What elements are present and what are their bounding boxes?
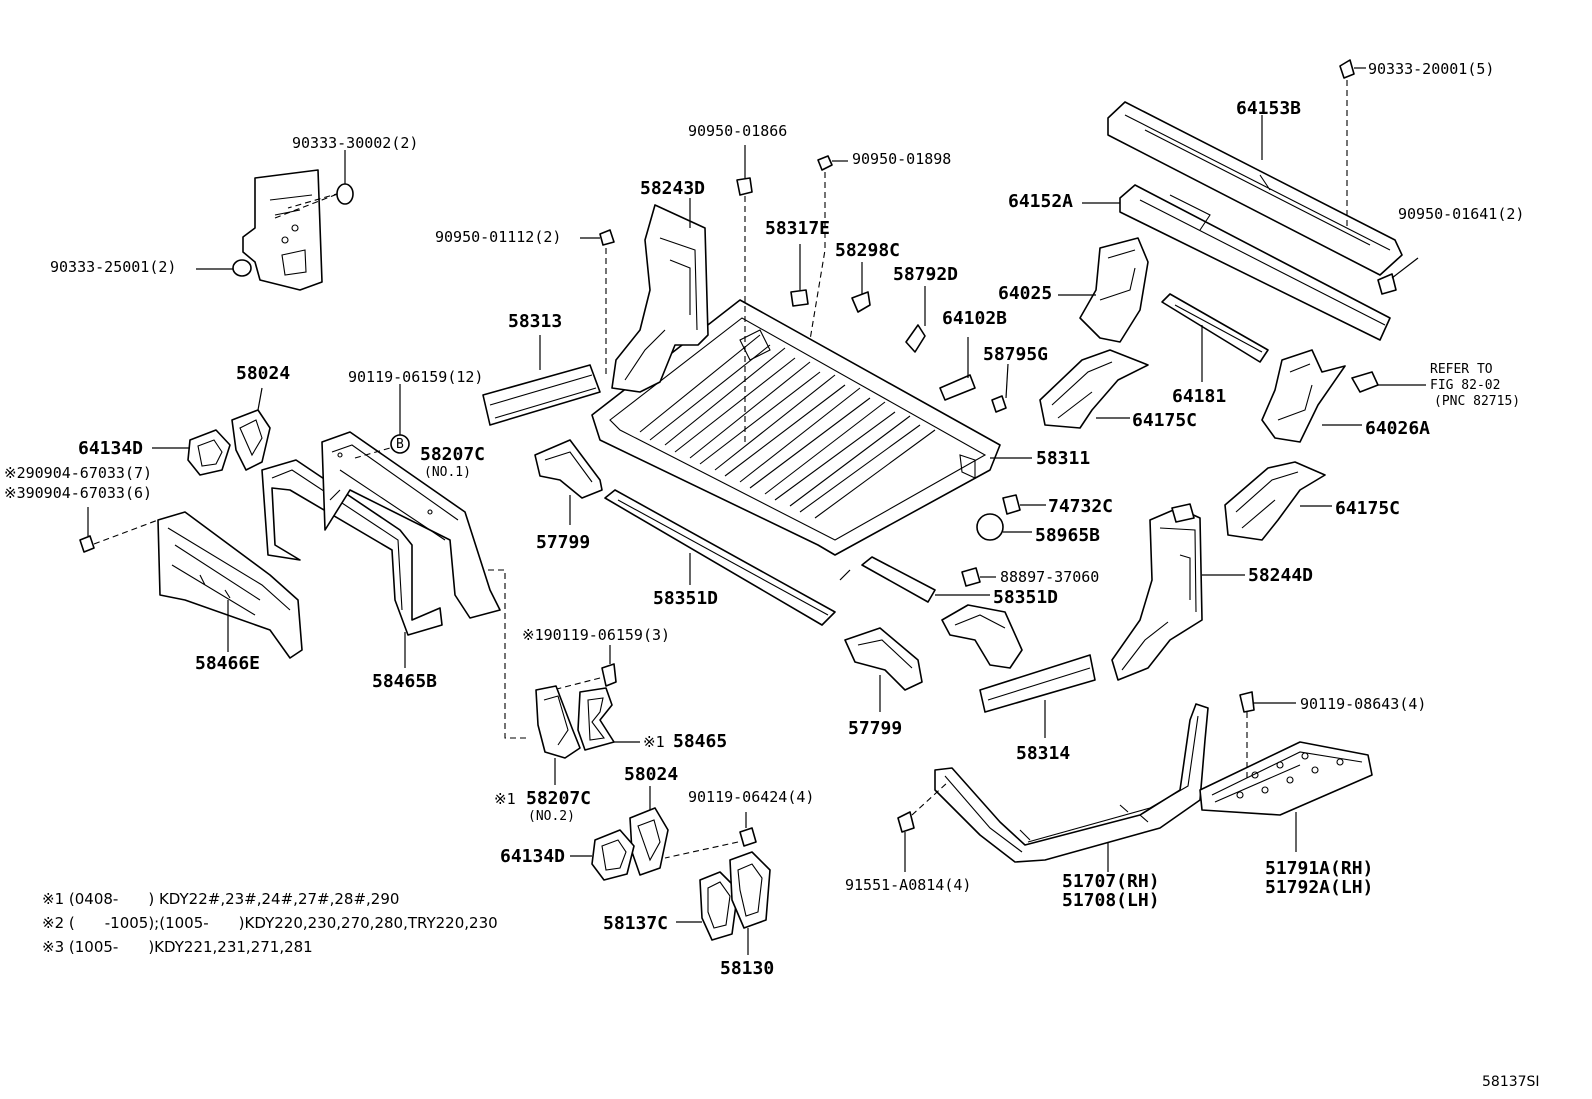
label-58024-bottom: 58024 — [624, 764, 679, 785]
label-64025: 64025 — [998, 283, 1053, 304]
label-58298C: 58298C — [835, 240, 901, 261]
bar-64181-drawing — [1161, 293, 1269, 382]
bracket-57799-b-drawing — [844, 627, 923, 712]
label-88897-37060: 88897-37060 — [1000, 568, 1100, 586]
rail-58351D-b-drawing — [861, 556, 990, 603]
frame-58465B-drawing — [261, 459, 443, 668]
bracket-64025-drawing — [1058, 237, 1149, 343]
label-90950-01641: 90950-01641(2) — [1398, 205, 1525, 223]
label-91551-A0814: 91551-A0814(4) — [845, 876, 972, 894]
label-90333-25001: 90333-25001(2) — [50, 258, 177, 276]
label-58313: 58313 — [508, 311, 563, 332]
label-58207C-top: 58207C — [420, 444, 486, 465]
frame-58207C-no1-drawing — [321, 384, 530, 739]
label-64152A: 64152A — [1008, 191, 1074, 212]
bracket-64026A-drawing — [1261, 349, 1426, 443]
label-58207C-bottom-no: (NO.2) — [528, 809, 575, 824]
panel-58466E-drawing — [79, 507, 303, 659]
label-90904-7: ※290904-67033(7) — [4, 464, 153, 482]
label-refer-line3: (PNC 82715) — [1434, 394, 1521, 409]
label-58024-top: 58024 — [236, 363, 291, 384]
label-58351D-b: 58351D — [993, 587, 1059, 608]
label-90950-01866: 90950-01866 — [688, 122, 788, 140]
label-90904-6: ※390904-67033(6) — [4, 484, 153, 502]
label-64134D-bottom: 64134D — [500, 846, 566, 867]
rail-58314-drawing — [979, 654, 1096, 738]
label-74732C: 74732C — [1048, 496, 1114, 517]
bracket-57799-a-drawing — [534, 439, 603, 525]
label-64175C-a: 64175C — [1132, 410, 1198, 431]
note-1: ※1 (0408- ) KDY22#,23#,24#,27#,28#,290 — [42, 890, 400, 908]
label-57799-b: 57799 — [848, 718, 903, 739]
figure-id: 58137SI — [1482, 1074, 1540, 1090]
label-51708: 51708(LH) — [1062, 890, 1160, 911]
lower-left-parts-drawing — [535, 645, 640, 785]
label-57799-a: 57799 — [536, 532, 591, 553]
label-58351D-a: 58351D — [653, 588, 719, 609]
bracket-64175C-b-drawing — [1224, 461, 1332, 541]
label-90950-01898: 90950-01898 — [852, 150, 952, 168]
label-64026A: 64026A — [1365, 418, 1431, 439]
note-3: ※3 (1005- )KDY221,231,271,281 — [42, 938, 313, 956]
label-58314: 58314 — [1016, 743, 1071, 764]
step-pad-drawing — [1199, 691, 1373, 852]
label-58795G: 58795G — [983, 344, 1049, 365]
step-bracket-drawing — [897, 703, 1209, 872]
label-64134D-top: 64134D — [78, 438, 144, 459]
lower-pads-drawing — [570, 786, 771, 955]
label-refer-line2: FIG 82-02 — [1430, 378, 1501, 393]
bracket-center-drawing — [941, 604, 1023, 669]
bracket-64175C-a-drawing — [1039, 349, 1149, 429]
label-58465B: 58465B — [372, 671, 438, 692]
label-90119-08643: 90119-08643(4) — [1300, 695, 1427, 713]
label-circle-b: B — [396, 437, 404, 452]
label-64153B: 64153B — [1236, 98, 1302, 119]
label-58465: 58465 — [673, 731, 728, 752]
label-58207C-top-no: (NO.1) — [424, 465, 471, 480]
label-90119-06159-3: ※190119-06159(3) — [522, 626, 671, 644]
label-58243D: 58243D — [640, 178, 706, 199]
corner-panel-drawing — [196, 150, 354, 291]
label-58317E: 58317E — [765, 218, 831, 239]
pillar-58243D-drawing — [611, 198, 709, 393]
pillar-58244D-drawing — [1111, 503, 1245, 681]
crossmember-drawing — [1082, 59, 1419, 341]
label-58207C-bottom-mark: ※1 — [494, 790, 516, 808]
label-90333-20001: 90333-20001(5) — [1368, 60, 1495, 78]
label-refer-line1: REFER TO — [1430, 362, 1493, 377]
label-58792D: 58792D — [893, 264, 959, 285]
label-90119-06159-12: 90119-06159(12) — [348, 368, 484, 386]
label-90950-01112: 90950-01112(2) — [435, 228, 562, 246]
rail-58313-drawing — [482, 335, 601, 426]
note-2: ※2 ( -1005);(1005- )KDY220,230,270,280,T… — [42, 914, 498, 932]
label-64102B: 64102B — [942, 308, 1008, 329]
label-58244D: 58244D — [1248, 565, 1314, 586]
label-58130: 58130 — [720, 958, 775, 979]
small-plugs-drawing — [961, 494, 1046, 587]
leader-extra — [839, 569, 851, 581]
label-90333-30002: 90333-30002(2) — [292, 134, 419, 152]
label-58465-mark: ※1 — [643, 733, 665, 751]
rail-58351D-a-drawing — [604, 489, 836, 626]
floor-pan-drawing — [591, 299, 1032, 556]
label-64181: 64181 — [1172, 386, 1227, 407]
label-51707: 51707(RH) — [1062, 871, 1160, 892]
label-58965B: 58965B — [1035, 525, 1101, 546]
label-58207C-bottom: 58207C — [526, 788, 592, 809]
label-51792A: 51792A(LH) — [1265, 877, 1374, 898]
label-90119-06424: 90119-06424(4) — [688, 788, 815, 806]
left-pads-drawing — [152, 387, 271, 476]
label-58466E: 58466E — [195, 653, 261, 674]
label-51791A: 51791A(RH) — [1265, 858, 1374, 879]
label-58137C: 58137C — [603, 913, 669, 934]
clips-top-drawing — [580, 145, 1009, 445]
label-64175C-b: 64175C — [1335, 498, 1401, 519]
label-58311: 58311 — [1036, 448, 1091, 469]
